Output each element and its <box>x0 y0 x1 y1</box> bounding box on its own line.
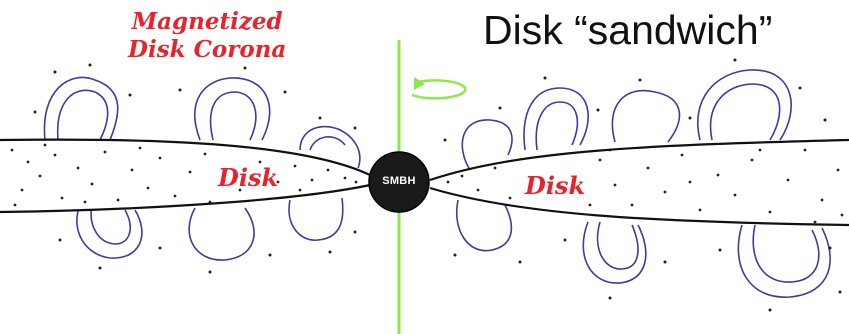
black-hole-label: SMBH <box>382 175 416 187</box>
disk-left-body <box>0 139 370 212</box>
corona-label-line2: Disk Corona <box>128 36 287 63</box>
rotation-arrow <box>411 79 467 100</box>
diagram-title: Disk “sandwich” <box>483 7 773 53</box>
rotation-arrowhead <box>414 77 425 90</box>
corona-particles <box>33 58 842 312</box>
corona-field-loops <box>43 69 831 298</box>
corona-label: Magnetized Disk Corona <box>128 8 286 64</box>
black-hole <box>368 151 430 213</box>
disk-right-body <box>430 140 849 225</box>
disk-edges <box>0 138 849 227</box>
disk-particles <box>10 143 844 224</box>
corona-label-line1: Magnetized <box>131 8 283 35</box>
disk-label-left: Disk <box>218 163 279 192</box>
disk-label-right: Disk <box>525 171 586 200</box>
